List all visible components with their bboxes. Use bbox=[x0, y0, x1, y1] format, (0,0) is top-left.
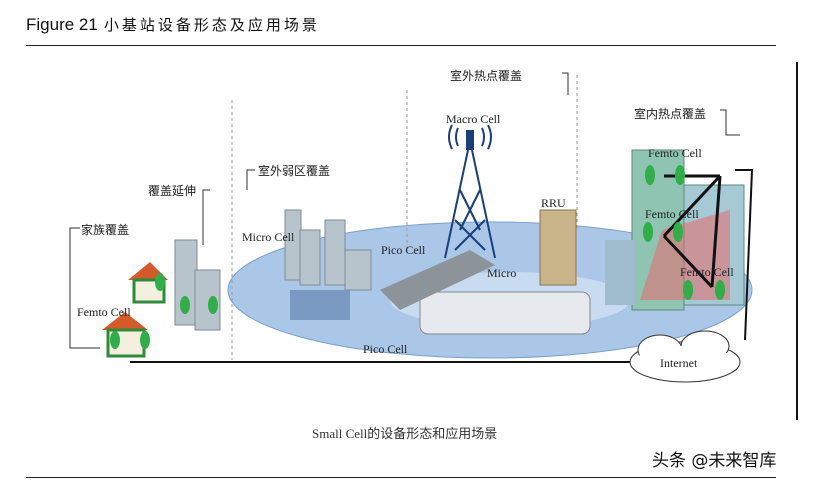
label-rru: RRU bbox=[541, 196, 566, 210]
label-outdoor-weak: 室外弱区覆盖 bbox=[258, 164, 331, 178]
dashed-separators bbox=[231, 75, 578, 360]
internet-cloud-fill bbox=[635, 346, 735, 378]
label-micro-cell: Micro Cell bbox=[242, 230, 295, 244]
road bbox=[380, 250, 495, 310]
figure-number: Figure 21 bbox=[26, 15, 98, 34]
indoor-cables bbox=[662, 174, 722, 289]
leader-lines bbox=[69, 72, 740, 349]
internet-cable bbox=[735, 169, 754, 341]
label-internet: Internet bbox=[660, 356, 698, 370]
watermark: 头条 @未来智库 bbox=[652, 451, 777, 471]
label-indoor-hotspot: 室内热点覆盖 bbox=[634, 107, 707, 121]
indoor-red-zone bbox=[640, 210, 730, 300]
label-femto-1: Femto Cell bbox=[648, 146, 702, 160]
label-femto-2: Femto Cell bbox=[645, 207, 699, 221]
figure-caption-title: 小基站设备形态及应用场景 bbox=[103, 16, 320, 34]
indoor-building-3 bbox=[605, 240, 635, 305]
label-coverage-extension: 覆盖延伸 bbox=[148, 184, 197, 198]
label-macro-cell: Macro Cell bbox=[446, 112, 501, 126]
blue-houses bbox=[290, 290, 350, 320]
label-pico-2: Pico Cell bbox=[363, 342, 408, 356]
green-signal-icons bbox=[110, 165, 725, 349]
macro-tower bbox=[444, 124, 496, 259]
bottom-rule bbox=[26, 477, 776, 478]
label-micro: Micro bbox=[487, 266, 517, 280]
diagram-caption: Small Cell的设备形态和应用场景 bbox=[312, 426, 498, 441]
label-femto-3: Femto Cell bbox=[680, 265, 734, 279]
label-femto-home: Femto Cell bbox=[77, 305, 131, 319]
label-home-coverage: 家族覆盖 bbox=[81, 223, 130, 237]
macro-antenna bbox=[466, 130, 474, 150]
label-outdoor-hotspot: 室外热点覆盖 bbox=[450, 69, 523, 83]
stadium bbox=[419, 291, 591, 335]
label-pico-1: Pico Cell bbox=[381, 243, 426, 257]
figure-title: Figure 21 小基站设备形态及应用场景 bbox=[26, 14, 320, 35]
rru-building bbox=[539, 209, 577, 286]
top-rule bbox=[26, 45, 776, 46]
